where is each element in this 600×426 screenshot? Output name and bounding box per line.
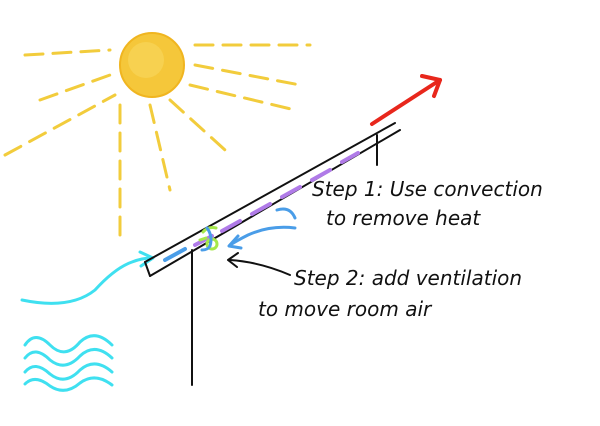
step2-label-line1: Step 2: add ventilation <box>294 266 522 290</box>
outside-air-waves <box>23 334 114 392</box>
step2-label-line2: to move room air <box>258 297 433 321</box>
arrow-left-icon <box>227 207 297 250</box>
panel-supports <box>191 134 378 386</box>
sun-rays <box>3 43 312 247</box>
step1-label-line1: Step 1: Use convection <box>312 177 543 201</box>
step1-label-line2: to remove heat <box>326 206 481 230</box>
arrow-up-right-icon <box>370 74 442 126</box>
arrow-right-icon <box>20 250 155 305</box>
room-air-flow <box>163 247 187 262</box>
sun-icon <box>119 32 185 98</box>
pointer-arrow-icon <box>227 252 291 276</box>
convection-flow <box>193 151 360 247</box>
ventilation-opening <box>198 226 219 252</box>
